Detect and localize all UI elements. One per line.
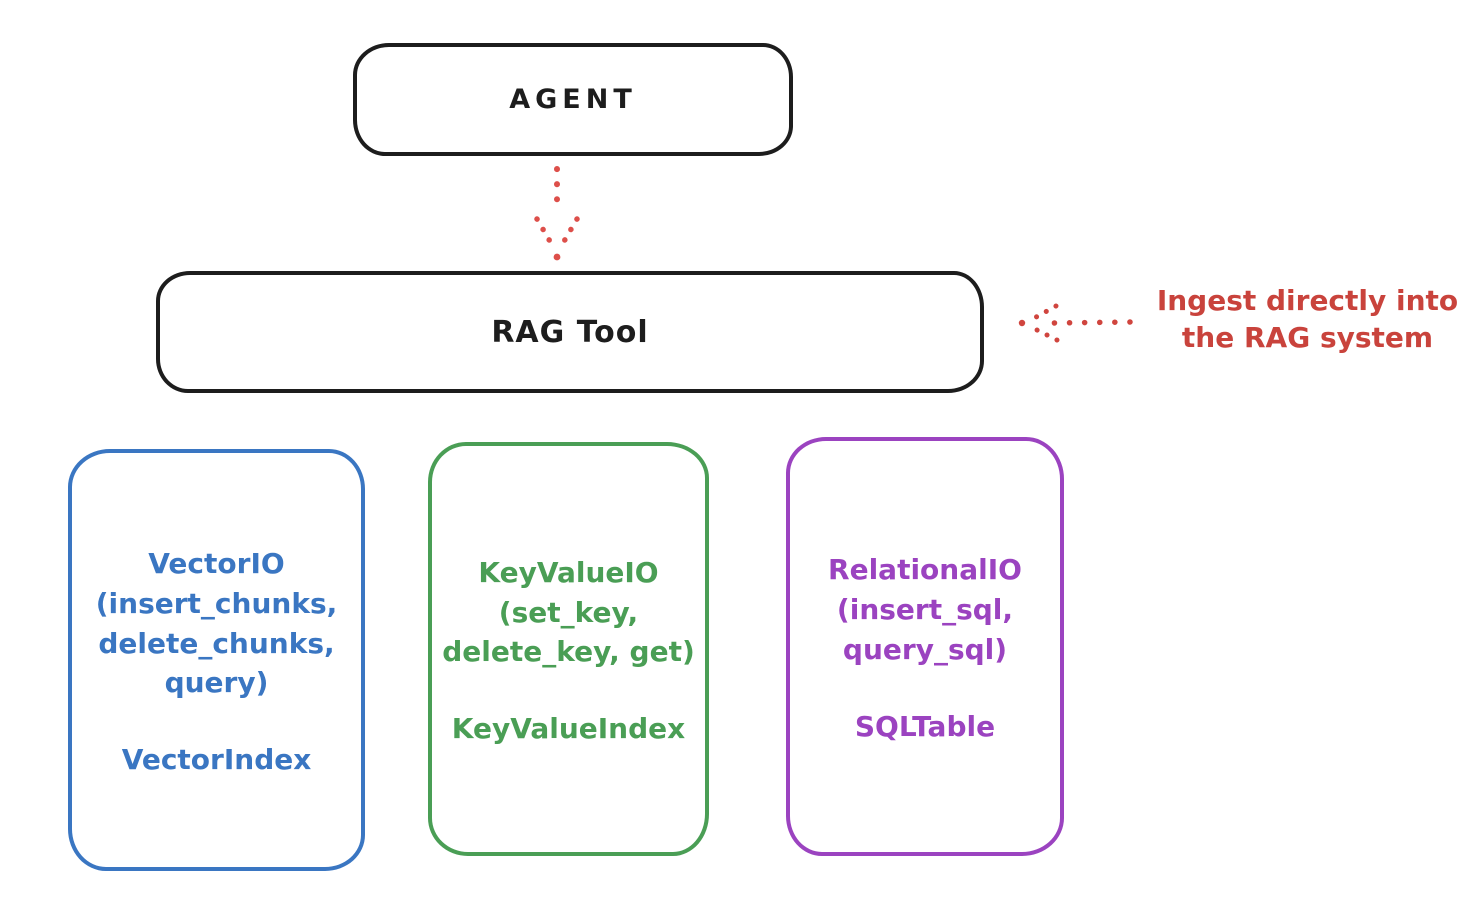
rag-tool-node: RAG Tool	[156, 271, 984, 393]
vector-io-title: VectorIO (insert_chunks, delete_chunks, …	[95, 547, 338, 700]
relational-io-title: RelationalIO (insert_sql, query_sql)	[828, 553, 1022, 666]
ingest-annotation: Ingest directly into the RAG system	[1156, 284, 1459, 354]
agent-label: AGENT	[509, 84, 637, 115]
key-value-index-label: KeyValueIndex	[451, 712, 686, 746]
vector-index-label: VectorIndex	[121, 743, 312, 776]
key-value-io-node: KeyValueIO (set_key, delete_key, get) Ke…	[428, 442, 709, 856]
relational-io-node: RelationalIO (insert_sql, query_sql) SQL…	[786, 437, 1064, 856]
ingest-annotation-arrow	[1018, 303, 1133, 343]
vector-io-node: VectorIO (insert_chunks, delete_chunks, …	[68, 449, 365, 871]
key-value-io-title: KeyValueIO (set_key, delete_key, get)	[442, 555, 695, 669]
sql-table-label: SQLTable	[854, 709, 996, 743]
rag-tool-label: RAG Tool	[491, 314, 649, 350]
agent-node: AGENT	[353, 43, 793, 156]
agent-to-ragtool-arrow	[534, 166, 580, 261]
